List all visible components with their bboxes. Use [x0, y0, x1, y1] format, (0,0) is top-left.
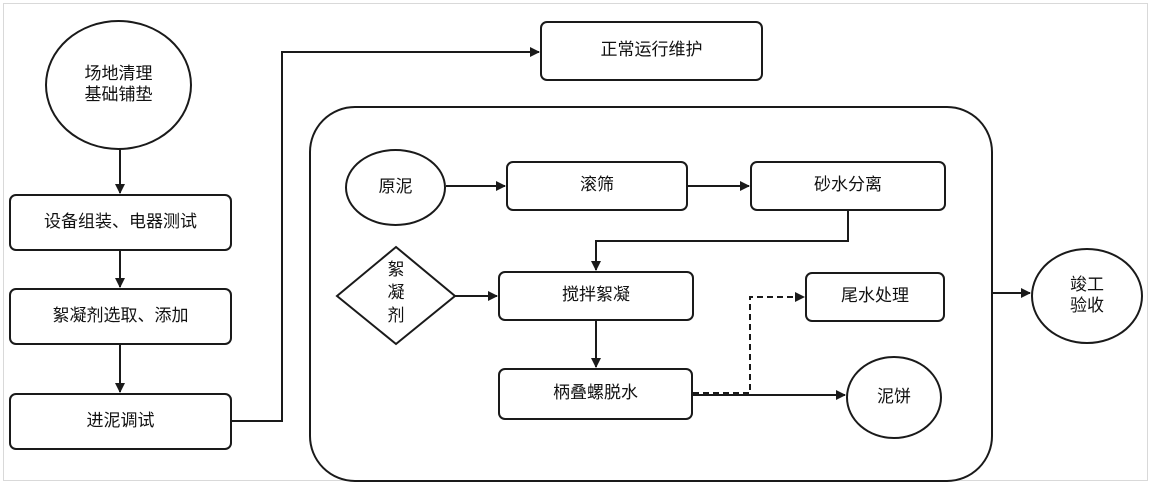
- raw-sludge-node: 原泥: [345, 149, 446, 226]
- acceptance-line2: 验收: [1070, 296, 1104, 316]
- flocculant-diamond-text: 絮 凝 剂: [384, 259, 408, 328]
- site-clearing-line1: 场地清理: [84, 63, 153, 84]
- equipment-assembly-node: 设备组装、电器测试: [9, 194, 232, 251]
- sludge-cake-label: 泥饼: [877, 386, 911, 407]
- tail-water-treatment-label: 尾水处理: [841, 286, 909, 307]
- flocculant-diamond: [335, 245, 457, 346]
- stacked-screw-dewatering-label: 柄叠螺脱水: [553, 383, 638, 404]
- site-clearing-node: 场地清理 基础铺垫: [45, 20, 192, 150]
- flocculant-char-2: 凝: [387, 282, 405, 303]
- sludge-feed-debug-node: 进泥调试: [9, 393, 232, 450]
- mixing-flocculation-node: 搅拌絮凝: [498, 271, 694, 321]
- normal-operation-label: 正常运行维护: [600, 40, 703, 61]
- flocculant-selection-label: 絮凝剂选取、添加: [52, 305, 189, 326]
- sand-water-separation-node: 砂水分离: [750, 161, 946, 211]
- flocculant-selection-node: 絮凝剂选取、添加: [9, 288, 232, 345]
- acceptance-line1: 竣工: [1070, 274, 1104, 295]
- tail-water-treatment-node: 尾水处理: [805, 272, 945, 322]
- sand-water-separation-label: 砂水分离: [814, 175, 882, 196]
- site-clearing-line2: 基础铺垫: [84, 85, 153, 105]
- arrow-feed-debug-to-operation: [232, 47, 540, 422]
- sludge-feed-debug-label: 进泥调试: [86, 410, 155, 431]
- stacked-screw-dewatering-node: 柄叠螺脱水: [498, 368, 693, 420]
- drum-screen-label: 滚筛: [580, 175, 614, 196]
- normal-operation-node: 正常运行维护: [540, 21, 763, 81]
- drum-screen-node: 滚筛: [506, 161, 688, 211]
- flocculant-char-3: 剂: [387, 305, 405, 326]
- sludge-cake-node: 泥饼: [846, 356, 942, 439]
- equipment-assembly-label: 设备组装、电器测试: [44, 211, 197, 232]
- flocculant-char-1: 絮: [387, 260, 405, 280]
- raw-sludge-label: 原泥: [378, 176, 413, 197]
- arrow-separation-to-mixing: [591, 211, 849, 271]
- arrow-dewatering-to-tail-water: [693, 292, 805, 394]
- acceptance-node: 竣工 验收: [1031, 248, 1143, 344]
- process-panel: [309, 106, 993, 482]
- mixing-flocculation-label: 搅拌絮凝: [562, 285, 630, 306]
